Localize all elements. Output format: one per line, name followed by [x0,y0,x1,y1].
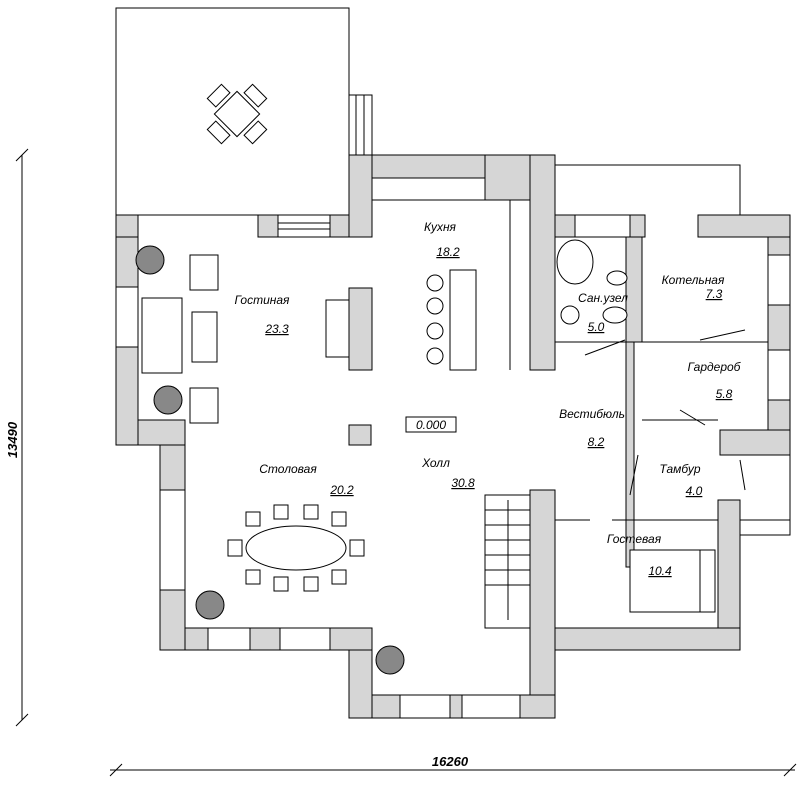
elevation-mark: 0.000 [416,418,446,432]
elevation-box [405,416,457,433]
room-labels: Кухня 18.2 Гостиная 23.3 Сан.узел 5.0 Ко… [235,220,742,578]
room-area-guest: 10.4 [648,564,672,578]
room-area-living: 23.3 [264,322,289,336]
room-name-kitchen: Кухня [424,220,457,234]
room-name-dining: Столовая [259,462,317,476]
walls [115,154,791,719]
terrace-table [206,83,268,145]
dimension-height-label: 13490 [5,421,20,458]
room-area-tambour: 4.0 [686,484,703,498]
room-area-kitchen: 18.2 [436,245,460,259]
dimension-width-label: 16260 [432,754,469,769]
room-area-boiler: 7.3 [706,287,723,301]
room-name-wardrobe: Гардероб [688,360,742,374]
room-area-dining: 20.2 [329,483,354,497]
room-name-tambour: Тамбур [659,462,700,476]
room-name-vestibule: Вестибюль [559,407,625,421]
dining-table [227,504,365,592]
room-area-wardrobe: 5.8 [716,387,733,401]
plants [135,245,405,675]
dimension-width: 16260 [109,754,797,777]
room-area-hall: 30.8 [451,476,475,490]
room-name-bathroom: Сан.узел [578,291,628,305]
room-name-hall: Холл [421,456,450,470]
living-furniture [141,254,350,424]
dimension-height: 13490 [5,148,29,727]
room-name-guest: Гостевая [607,532,662,546]
room-name-boiler: Котельная [662,273,725,287]
room-name-living: Гостиная [235,293,290,307]
room-area-vestibule: 8.2 [588,435,605,449]
kitchen-furniture [426,269,477,371]
staircase [484,494,531,629]
guest-bed [629,549,716,613]
bathroom-fixtures [556,239,628,325]
room-area-bathroom: 5.0 [588,320,605,334]
partitions [372,199,768,521]
